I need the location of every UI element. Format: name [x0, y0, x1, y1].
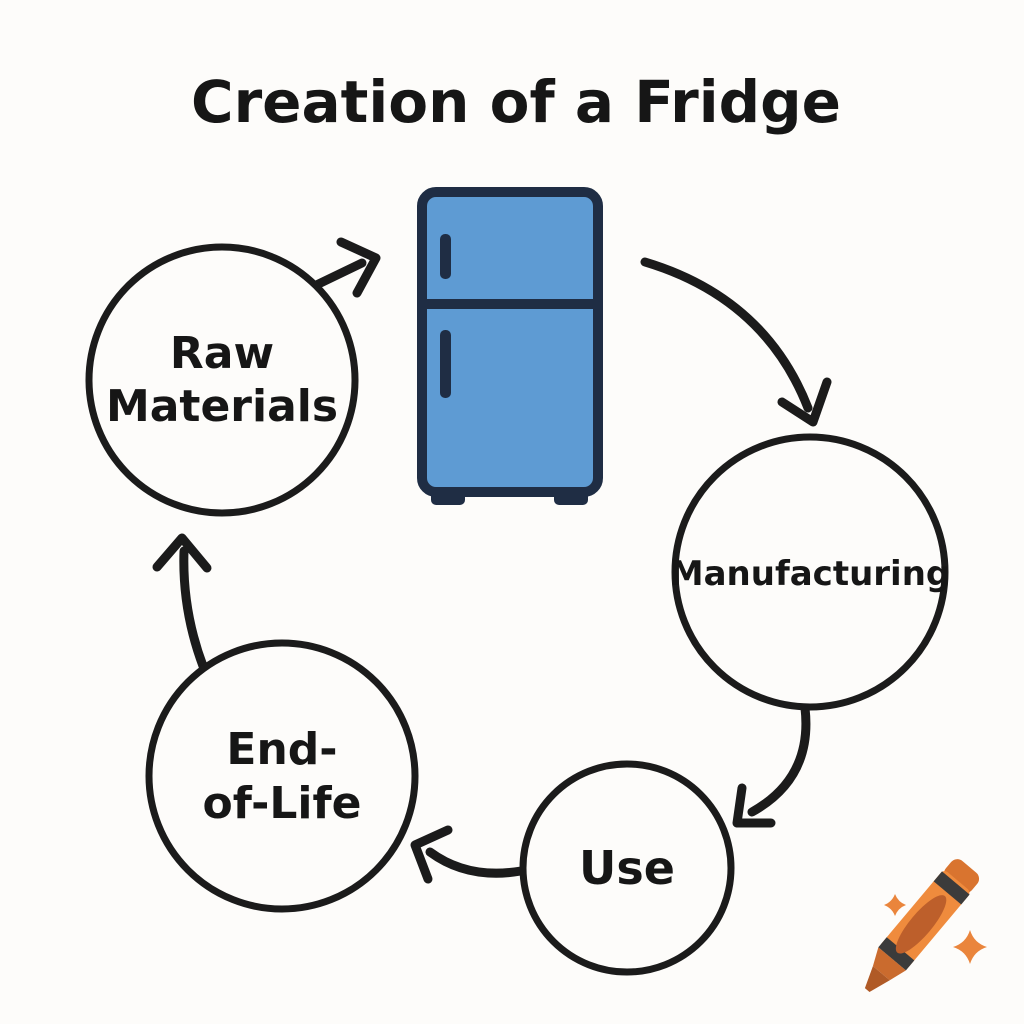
arrow-use-to-end-of-life [410, 825, 526, 884]
sparkle-icon [953, 930, 987, 964]
node-circle [85, 243, 359, 517]
node-label: End- [226, 724, 337, 775]
fridge-body [417, 187, 603, 497]
sparkle-icon [884, 894, 906, 916]
arrow-shaft [747, 703, 811, 817]
node-circle [519, 760, 735, 976]
fridge-handle-top [440, 234, 451, 279]
node-raw-materials: Raw Materials [85, 243, 359, 517]
crayon-label-oval [895, 895, 947, 954]
arrowhead-icon [152, 533, 212, 573]
node-end-of-life: End- of-Life [145, 639, 419, 913]
arrowhead-icon [410, 825, 453, 884]
arrowhead-icon [732, 783, 776, 828]
arrowhead-icon [336, 237, 381, 298]
arrow-shaft [179, 546, 208, 671]
crayon-logo-icon [864, 859, 987, 992]
crayon-tip [864, 966, 890, 992]
arrowhead-icon [777, 377, 832, 427]
crayon-cone [872, 947, 906, 981]
arrow-shaft [640, 257, 813, 413]
page-title: Creation of a Fridge [191, 68, 841, 136]
node-circle [671, 433, 949, 711]
node-label: Manufacturing [670, 554, 951, 594]
fridge-handle-bottom [440, 330, 451, 398]
node-use: Use [519, 760, 735, 976]
node-label: Raw [170, 328, 274, 379]
node-label: of-Life [203, 778, 362, 829]
fridge-icon [417, 187, 603, 505]
arrow-end-of-life-to-raw-materials [152, 533, 212, 671]
node-label: Materials [106, 381, 338, 432]
crayon-butt [944, 859, 980, 893]
node-manufacturing: Manufacturing [670, 433, 951, 711]
node-label: Use [579, 841, 675, 895]
arrow-manufacturing-to-use [732, 703, 811, 828]
node-circle [145, 639, 419, 913]
arrow-shaft [425, 847, 526, 878]
crayon-band-front [878, 937, 915, 971]
crayon-band-back [933, 871, 970, 905]
arrow-fridge-to-manufacturing [640, 257, 832, 427]
